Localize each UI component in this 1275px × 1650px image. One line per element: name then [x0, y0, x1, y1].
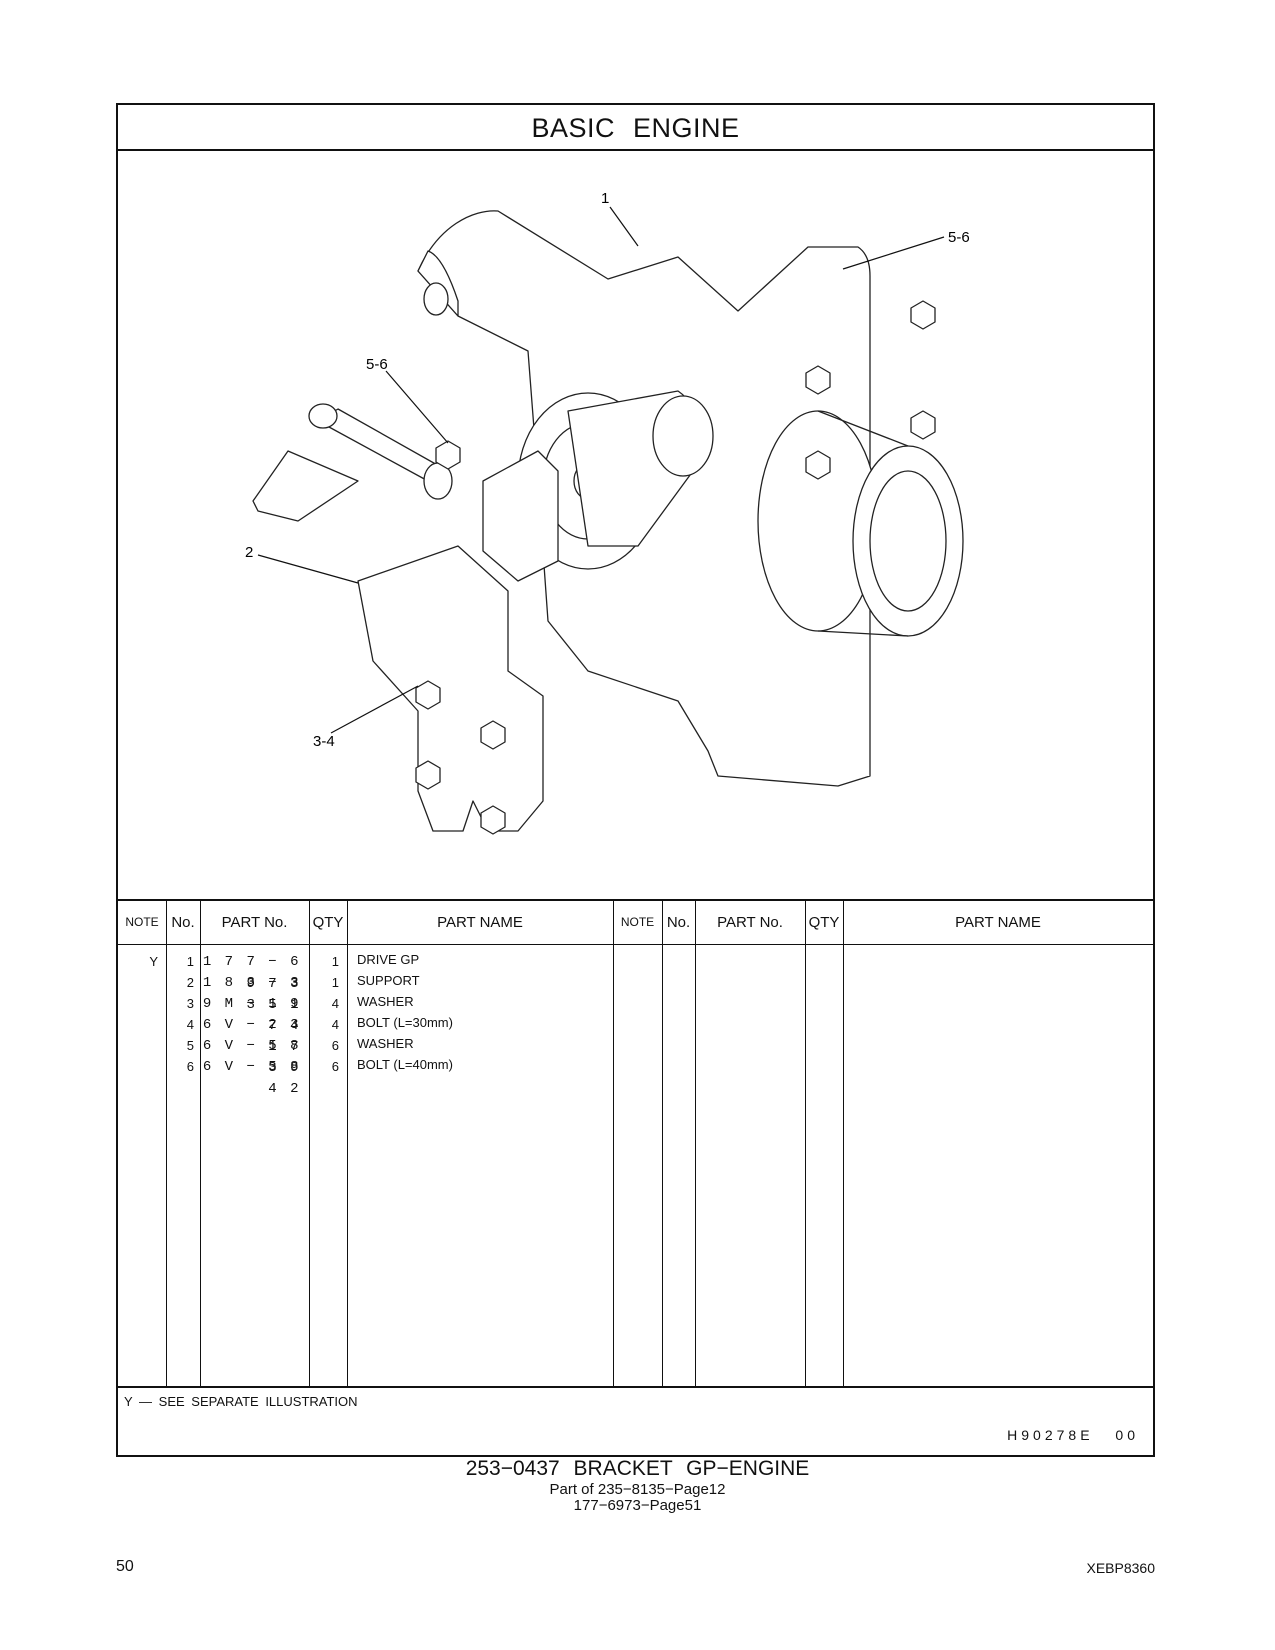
row3-note	[118, 993, 158, 1015]
row3-part-no: 9 M − 1 9 7 4	[202, 996, 301, 1034]
row2-part-no: 1 8 3 − 3 3 5 1	[202, 975, 301, 1013]
footnote: Y — SEE SEPARATE ILLUSTRATION	[124, 1394, 358, 1409]
col-qty: QTY	[312, 914, 344, 931]
row2-qty: 1	[331, 975, 339, 990]
callout-2: 2	[245, 544, 253, 561]
parts-illustration: 1 5-6 5-6 2 3-4	[118, 151, 1153, 899]
row6-note	[118, 1056, 158, 1078]
row6-qty: 6	[331, 1059, 339, 1074]
col-note-2: NOTE	[620, 915, 655, 929]
row2-name: SUPPORT	[357, 973, 420, 988]
parts-page-frame: BASIC ENGINE	[116, 103, 1155, 1457]
row5-part-no: 6 V − 5 8 3 9	[202, 1038, 301, 1076]
document-id: XEBP8360	[1086, 1560, 1156, 1576]
row1-part-no: 1 7 7 − 6 9 7 3	[202, 954, 301, 992]
page-reference: 177−6973−Page51	[573, 1497, 702, 1514]
row1-no: 1	[186, 954, 194, 969]
col-part-name-2: PART NAME	[955, 914, 1041, 931]
row3-qty: 4	[331, 996, 339, 1011]
col-qty-2: QTY	[808, 914, 840, 931]
row6-name: BOLT (L=40mm)	[357, 1057, 453, 1072]
row4-note	[118, 1014, 158, 1036]
col-part-no-2: PART No.	[717, 914, 783, 931]
row5-name: WASHER	[357, 1036, 414, 1051]
bolt-heads	[415, 300, 936, 835]
row2-no: 2	[186, 975, 194, 990]
callout-5-6-left: 5-6	[366, 356, 388, 373]
col-part-name: PART NAME	[437, 914, 523, 931]
col-no: No.	[171, 914, 195, 931]
row3-no: 3	[186, 996, 194, 1011]
row5-note	[118, 1035, 158, 1057]
callout-5-6-right: 5-6	[948, 229, 970, 246]
row1-name: DRIVE GP	[357, 952, 420, 967]
group-title: 253−0437 BRACKET GP−ENGINE	[465, 1457, 810, 1480]
row6-no: 6	[186, 1059, 194, 1074]
row4-part-no: 6 V − 2 3 1 7	[202, 1017, 301, 1055]
row4-qty: 4	[331, 1017, 339, 1032]
row4-no: 4	[186, 1017, 194, 1032]
drawing-code: H90278E 00	[1007, 1427, 1139, 1443]
part-of-reference: Part of 235−8135−Page12	[549, 1481, 726, 1498]
row6-part-no: 6 V − 5 8 4 2	[202, 1059, 301, 1097]
table-footer: Y — SEE SEPARATE ILLUSTRATION H90278E 00	[118, 1386, 1153, 1455]
section-title: BASIC ENGINE	[118, 105, 1153, 151]
support-plate	[357, 545, 544, 832]
row5-qty: 6	[331, 1038, 339, 1053]
col-note: NOTE	[125, 915, 159, 929]
row3-name: WASHER	[357, 994, 414, 1009]
row1-note: Y	[149, 954, 158, 969]
parts-list-table: NOTE No. PART No. QTY PART NAME NOTE No.…	[118, 899, 1153, 1386]
callout-1: 1	[601, 190, 609, 207]
row2-note	[118, 972, 158, 994]
ear-hole	[423, 282, 449, 316]
col-part-no: PART No.	[221, 914, 288, 931]
callout-3-4: 3-4	[313, 733, 335, 750]
row5-no: 5	[186, 1038, 194, 1053]
row1-qty: 1	[331, 954, 339, 969]
col-no-2: No.	[666, 914, 691, 931]
page-number: 50	[116, 1558, 134, 1575]
row4-name: BOLT (L=30mm)	[357, 1015, 453, 1030]
tensioner-spring-housing	[482, 450, 559, 582]
